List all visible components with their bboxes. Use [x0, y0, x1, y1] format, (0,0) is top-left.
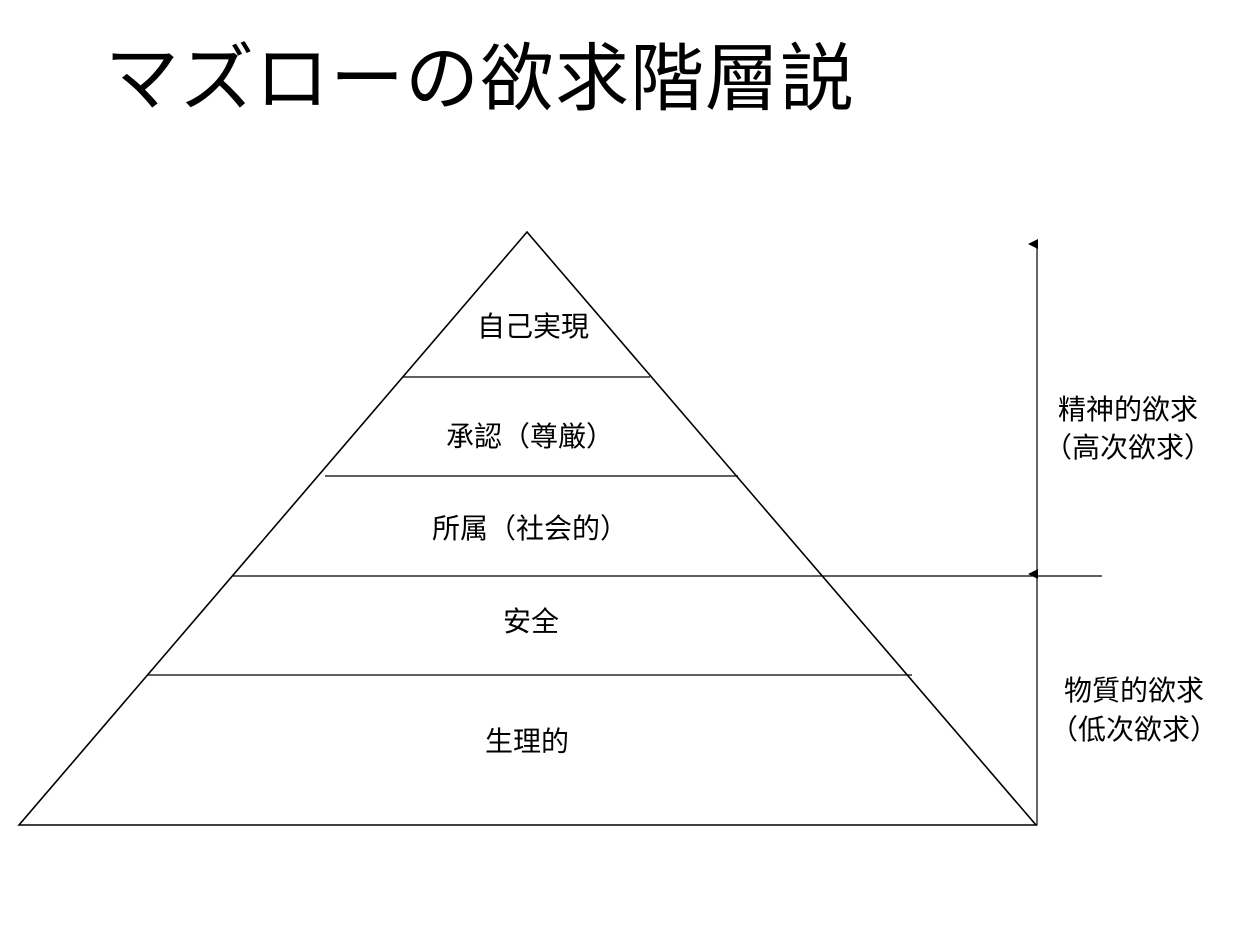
layer-label-safety: 安全: [503, 605, 559, 638]
upper-group-label-line2: （高次欲求）: [1044, 431, 1212, 464]
layer-label-belonging: 所属（社会的）: [432, 512, 628, 545]
layer-label-esteem: 承認（尊厳）: [446, 420, 614, 453]
layer-label-physiological: 生理的: [485, 725, 569, 758]
lower-group-label-line2: （低次欲求）: [1050, 713, 1218, 746]
pyramid-outline: [17, 230, 1038, 826]
page-title: マズローの欲求階層説: [105, 36, 855, 122]
layer-label-self-actualization: 自己実現: [477, 310, 589, 343]
lower-group-label-line1: 物質的欲求: [1064, 674, 1204, 707]
upper-group-label-line1: 精神的欲求: [1058, 393, 1198, 426]
